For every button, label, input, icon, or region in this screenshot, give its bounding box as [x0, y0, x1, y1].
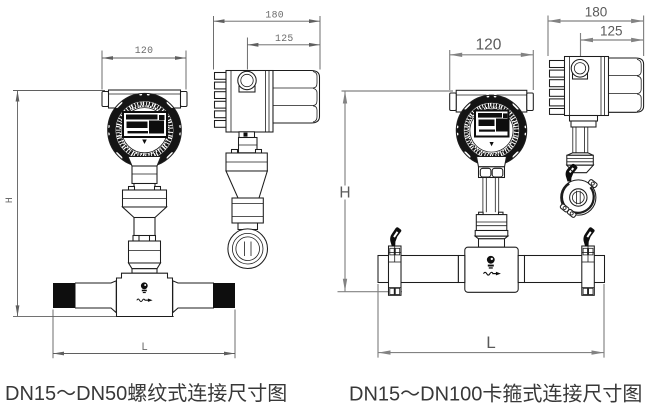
wing-nut	[583, 227, 595, 247]
meter-body	[115, 272, 174, 318]
terminal-fins	[548, 59, 566, 115]
neck-column	[121, 155, 168, 274]
pointer-mark	[489, 142, 494, 147]
dim-label-180: 180	[585, 5, 608, 20]
display-cap-side	[607, 57, 645, 113]
conduit-port	[570, 58, 590, 80]
dim-180-clamp: 180	[547, 5, 645, 56]
dim-H-clamp: H	[337, 90, 453, 293]
neck-column	[473, 155, 510, 248]
dim-L-clamp: L	[377, 284, 605, 358]
pointer-mark	[142, 139, 147, 144]
display-cap-side	[272, 69, 321, 124]
pipe-threaded	[53, 280, 235, 314]
wing-nut	[565, 163, 578, 182]
front-view-threaded	[53, 89, 235, 318]
dim-label-120: 120	[135, 45, 154, 56]
dim-label-120: 120	[476, 37, 502, 54]
body-logo	[486, 255, 495, 269]
flow-arrow	[136, 298, 153, 303]
side-view-threaded	[213, 69, 321, 270]
dim-125-clamp: 125	[579, 24, 644, 56]
threaded-end-left	[53, 283, 75, 308]
threaded-end-right	[213, 283, 235, 308]
flow-arrow	[483, 271, 501, 276]
clamp-ear	[587, 179, 598, 189]
clamp-left	[387, 227, 402, 296]
meter-body	[464, 246, 519, 293]
bezel-label-ring2	[119, 105, 170, 156]
dim-label-125: 125	[275, 33, 294, 44]
conduit-port	[237, 70, 257, 93]
wing-nut	[390, 227, 402, 247]
triclamp-end-view	[559, 163, 598, 218]
dim-120-clamp: 120	[449, 37, 534, 90]
dim-label-180: 180	[265, 10, 284, 21]
figure-threaded: 120 180 125 H L	[4, 10, 321, 405]
threaded-end-view	[227, 228, 269, 270]
side-neck	[565, 114, 599, 174]
clamp-right	[581, 227, 595, 296]
lcd-display	[474, 109, 510, 138]
lcd-display	[122, 111, 168, 138]
terminal-fins	[213, 71, 227, 128]
caption-threaded: DN15～DN50螺纹式连接尺寸图	[5, 382, 287, 405]
dim-125-threaded: 125	[246, 33, 320, 70]
figure-clamp: 120 180 125 H L	[337, 5, 645, 406]
caption-clamp: DN15～DN100卡箍式连接尺寸图	[349, 383, 642, 406]
side-view-clamp	[548, 55, 645, 218]
body-logo	[140, 282, 148, 294]
bezel-label-ring2	[467, 106, 516, 155]
dim-L-threaded: L	[52, 309, 236, 359]
dim-120-threaded: 120	[101, 45, 187, 90]
dim-label-H: H	[339, 184, 350, 201]
clamp-ear	[566, 208, 577, 218]
dim-label-L: L	[486, 333, 495, 352]
front-view-clamp	[377, 89, 606, 296]
dim-180-threaded: 180	[213, 10, 321, 70]
pipe-clamped	[377, 227, 606, 296]
dim-H-threaded: H	[4, 90, 174, 317]
dim-label-125: 125	[600, 24, 623, 39]
dim-label-H: H	[4, 197, 15, 203]
side-neck	[225, 131, 269, 231]
dim-label-L: L	[141, 342, 148, 354]
